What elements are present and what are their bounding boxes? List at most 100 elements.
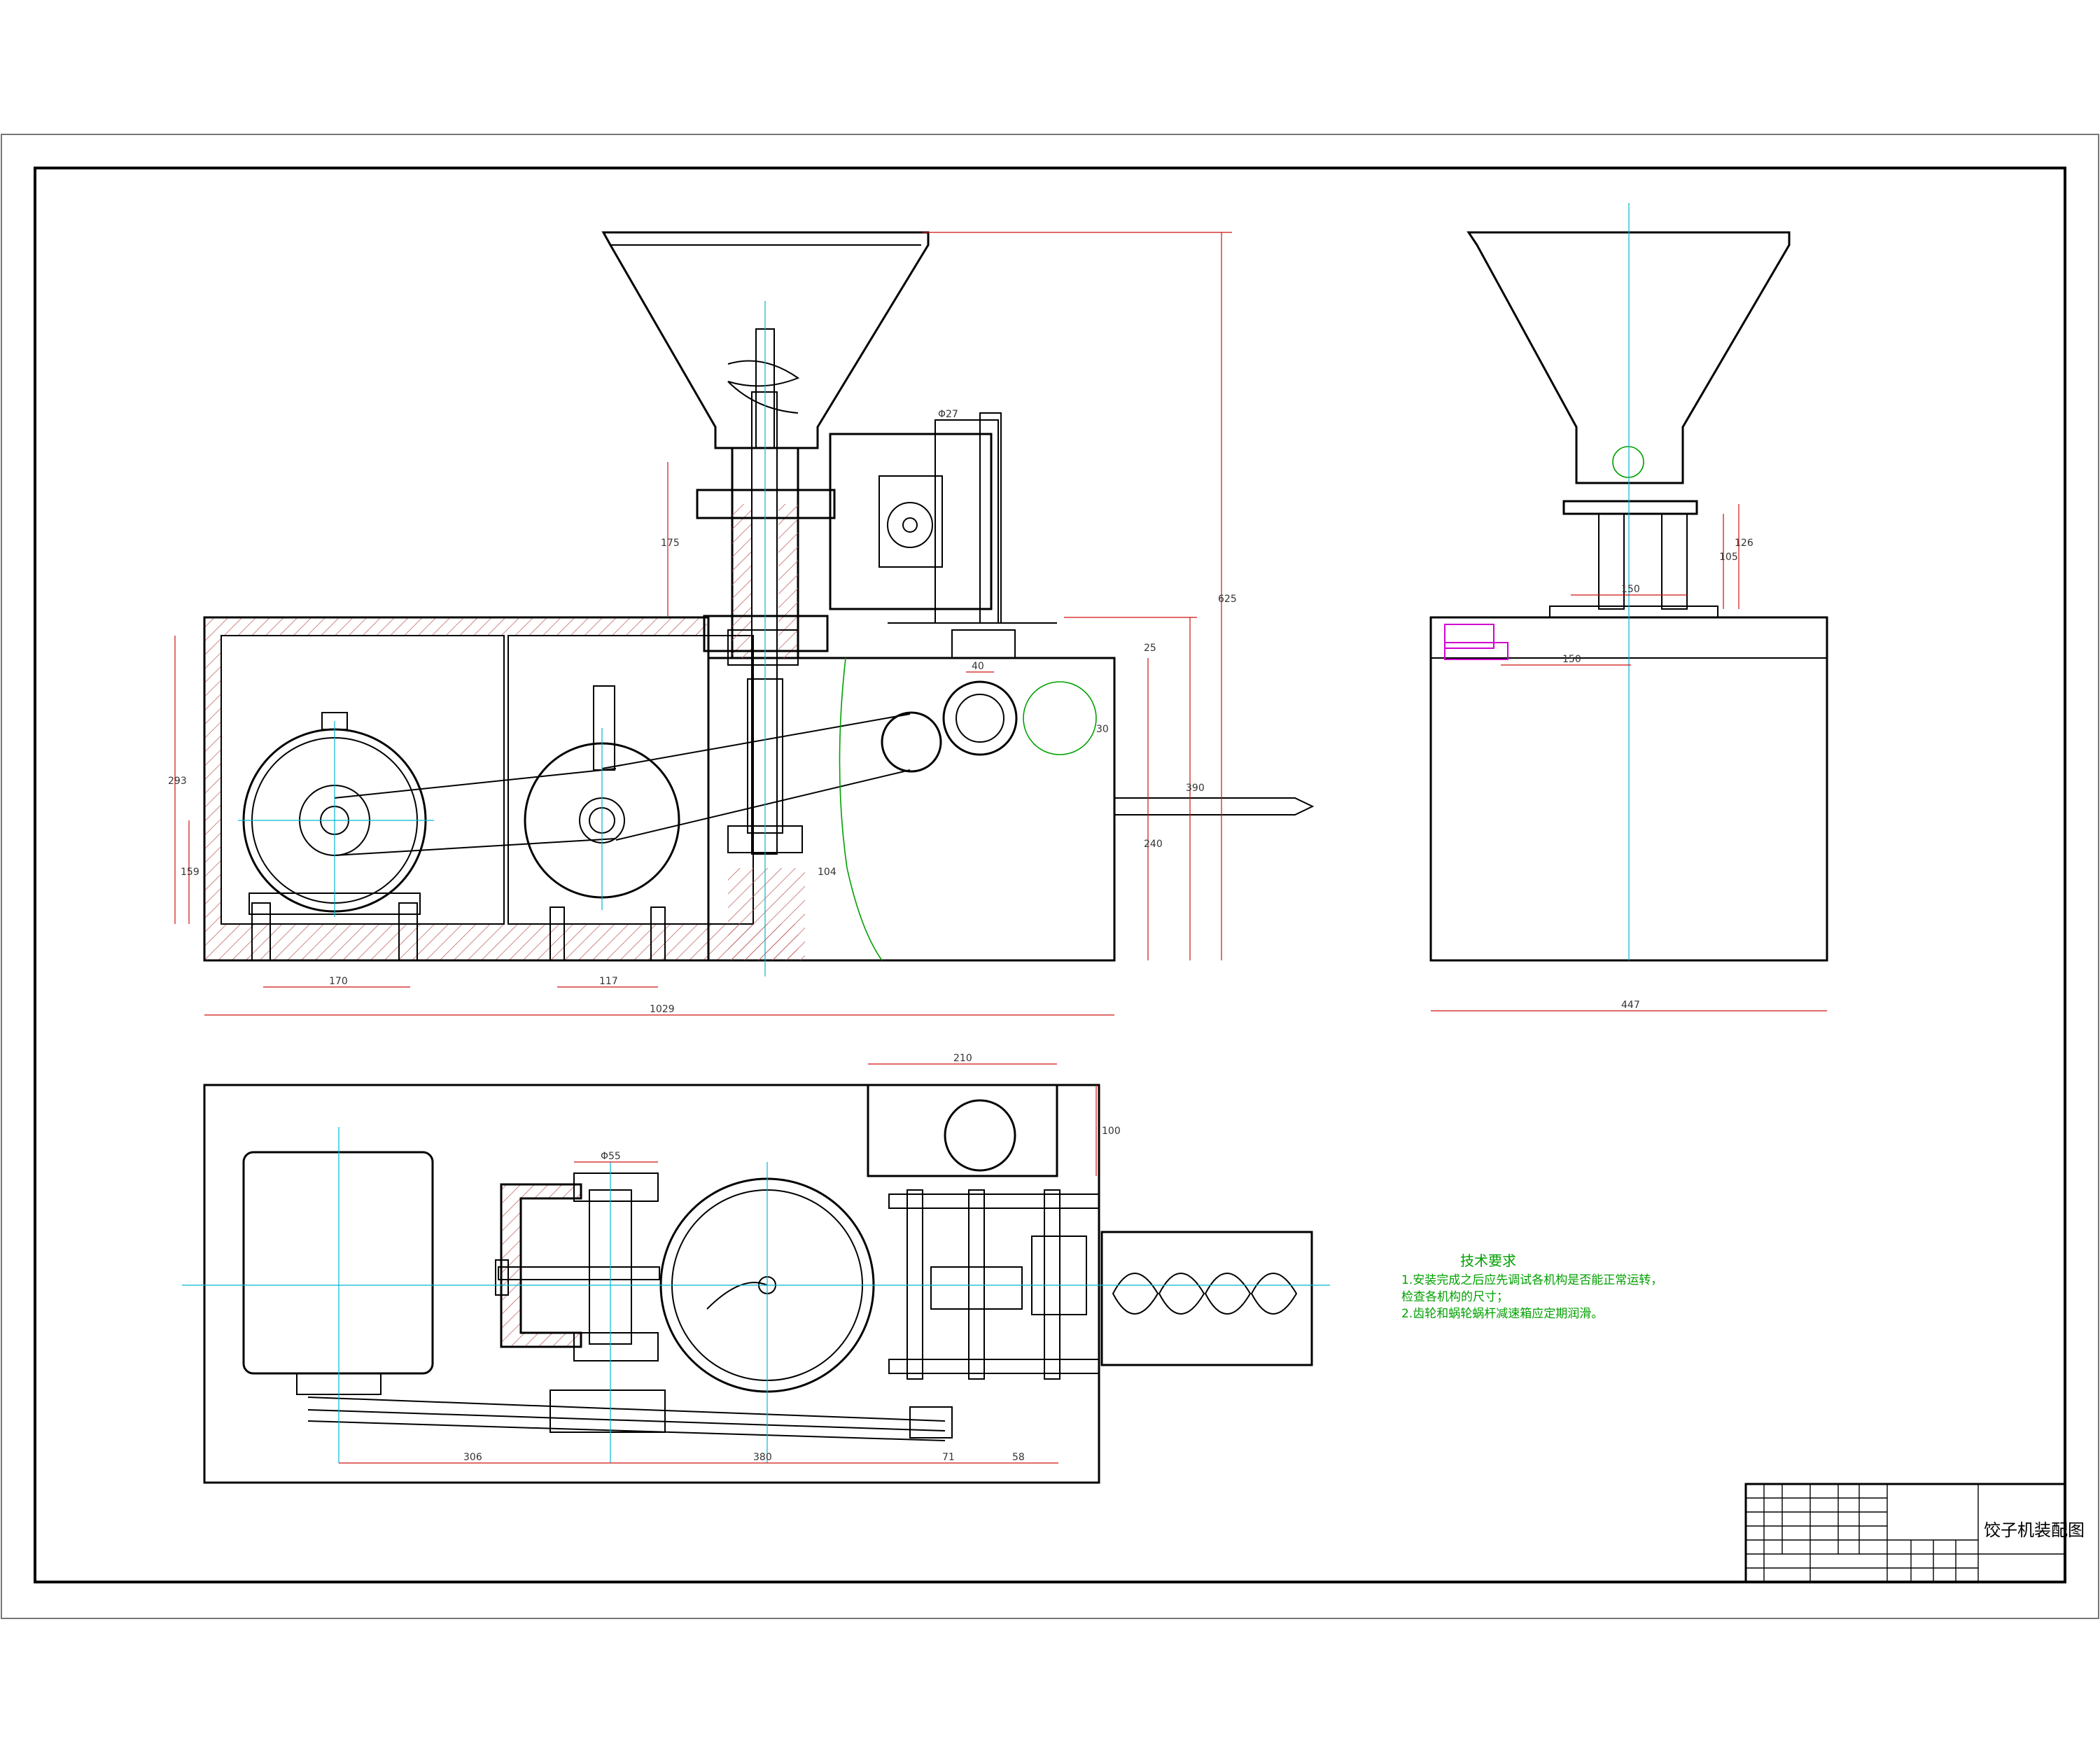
plan-gearbox-housing bbox=[500, 1183, 582, 1348]
plan-gear-block bbox=[930, 1266, 1023, 1310]
output-tray bbox=[1114, 797, 1315, 816]
idler-pulley-ghost bbox=[1023, 681, 1097, 755]
side-dimension-lines bbox=[1431, 504, 1827, 1011]
slider-rod bbox=[934, 419, 999, 624]
cam-box bbox=[829, 433, 993, 610]
plan-roller-1 bbox=[906, 1189, 923, 1380]
side-hopper-ghost bbox=[1612, 446, 1644, 478]
plan-dumpling-tray bbox=[1100, 1231, 1313, 1366]
plan-dim-100: 100 bbox=[1102, 1126, 1121, 1137]
frame-inner-right bbox=[507, 635, 754, 925]
plan-dimension-lines bbox=[339, 1063, 1097, 1464]
side-cylinder bbox=[1444, 624, 1494, 649]
column-flange bbox=[696, 489, 836, 519]
tech-line-1: 1.安装完成之后应先调试各机构是否能正常运转， bbox=[1401, 1273, 1662, 1287]
plan-gearbox-cap-bottom bbox=[573, 1332, 659, 1362]
technical-requirements: 技术要求 1.安装完成之后应先调试各机构是否能正常运转， 检查各机构的尺寸； 2… bbox=[1401, 1252, 1662, 1321]
title-block: 饺子机装配图 bbox=[1744, 1483, 2085, 1583]
cam-plate bbox=[878, 475, 943, 568]
right-housing-hatch bbox=[728, 868, 805, 960]
plan-top-box bbox=[867, 1084, 1058, 1177]
vertical-shaft bbox=[751, 391, 778, 855]
front-dimension-lines bbox=[174, 232, 1232, 1016]
plan-shaft-collar bbox=[495, 1259, 509, 1296]
plan-dim-71: 71 bbox=[942, 1452, 955, 1463]
side-dim-105: 105 bbox=[1719, 552, 1738, 563]
idler-pulley-large bbox=[942, 680, 1018, 756]
dim-175: 175 bbox=[661, 538, 680, 549]
side-post-left bbox=[1598, 513, 1625, 610]
side-dim-126: 126 bbox=[1735, 538, 1754, 549]
side-post-right bbox=[1661, 513, 1688, 610]
dim-170: 170 bbox=[329, 976, 348, 987]
plan-belt bbox=[307, 1396, 946, 1441]
plan-dim-58: 58 bbox=[1012, 1452, 1025, 1463]
tech-heading: 技术要求 bbox=[1460, 1252, 1516, 1269]
drawing-title: 饺子机装配图 bbox=[1984, 1520, 2085, 1540]
tech-line-3: 2.齿轮和蜗轮蜗杆减速箱应定期润滑。 bbox=[1401, 1307, 1603, 1321]
plan-cutter-block bbox=[1031, 1236, 1087, 1315]
plan-outline bbox=[203, 1084, 1100, 1484]
side-base-plate bbox=[1549, 606, 1718, 618]
guide-curve bbox=[839, 657, 883, 961]
dim-625: 625 bbox=[1218, 594, 1237, 605]
plan-pulley-gearbox bbox=[550, 1390, 666, 1433]
dim-240: 240 bbox=[1144, 839, 1163, 850]
dim-104: 104 bbox=[818, 867, 836, 878]
side-dim-447: 447 bbox=[1621, 1000, 1640, 1011]
sheet-inner-border bbox=[34, 167, 2066, 1583]
idler-pulley-large-inner bbox=[955, 694, 1004, 743]
dim-293: 293 bbox=[168, 776, 187, 787]
cam-wheel bbox=[887, 502, 933, 548]
auger-screw bbox=[727, 360, 800, 414]
tech-line-2: 检查各机构的尺寸； bbox=[1401, 1290, 1508, 1304]
side-cylinder-rod bbox=[1444, 642, 1508, 660]
plan-roller-3 bbox=[1044, 1189, 1060, 1380]
plan-dim-306: 306 bbox=[463, 1452, 482, 1463]
lower-bracket bbox=[951, 629, 1016, 659]
plan-dim-380: 380 bbox=[753, 1452, 772, 1463]
plan-pulley-right bbox=[909, 1406, 953, 1438]
plan-motor bbox=[242, 1151, 434, 1375]
idler-pulley-small bbox=[881, 711, 942, 773]
foot-bolts bbox=[251, 902, 666, 961]
drive-belt-1 bbox=[601, 713, 911, 841]
dim-390: 390 bbox=[1186, 783, 1205, 794]
right-housing bbox=[707, 657, 1116, 962]
bearing-upper bbox=[727, 629, 799, 666]
dim-117: 117 bbox=[599, 976, 618, 987]
frame-inner bbox=[220, 635, 505, 925]
side-view: 447 150 150 105 126 bbox=[1429, 203, 1828, 1011]
plan-view: 210 100 Φ55 306 380 71 58 bbox=[182, 1053, 1330, 1484]
drive-belt-2 bbox=[334, 768, 617, 856]
side-dim-150a: 150 bbox=[1621, 584, 1640, 595]
base-flange bbox=[703, 615, 829, 652]
plan-input-shaft bbox=[498, 1266, 660, 1280]
plan-gearbox-cap-top bbox=[573, 1172, 659, 1202]
plan-dim-210: 210 bbox=[953, 1053, 972, 1064]
plan-small-motor bbox=[944, 1099, 1016, 1172]
dim-25: 25 bbox=[1144, 643, 1156, 654]
title-block-frame bbox=[1744, 1483, 2066, 1583]
plan-dumpling-shapes bbox=[1112, 1273, 1298, 1315]
plan-spiral bbox=[706, 1282, 768, 1310]
dim-30: 30 bbox=[1096, 724, 1109, 735]
side-dim-150b: 150 bbox=[1562, 654, 1581, 665]
gearbox-top-rod bbox=[593, 685, 615, 771]
frame-outer bbox=[203, 616, 710, 962]
column-hatch-r bbox=[778, 504, 798, 658]
plan-rail-bottom bbox=[888, 1359, 1100, 1374]
dim-1029: 1029 bbox=[650, 1004, 675, 1015]
dim-40: 40 bbox=[972, 661, 984, 672]
sheet-outer-border bbox=[1, 134, 2099, 1619]
side-mount-plate bbox=[1562, 500, 1698, 515]
cam-hub bbox=[902, 517, 918, 533]
dim-phi27: Φ27 bbox=[938, 409, 958, 420]
dim-159: 159 bbox=[181, 867, 200, 878]
plan-dim-phi55: Φ55 bbox=[601, 1151, 621, 1162]
hopper bbox=[601, 231, 930, 449]
plan-roller-2 bbox=[968, 1189, 985, 1380]
side-hopper bbox=[1466, 231, 1791, 484]
plan-rail-top bbox=[888, 1194, 1100, 1209]
